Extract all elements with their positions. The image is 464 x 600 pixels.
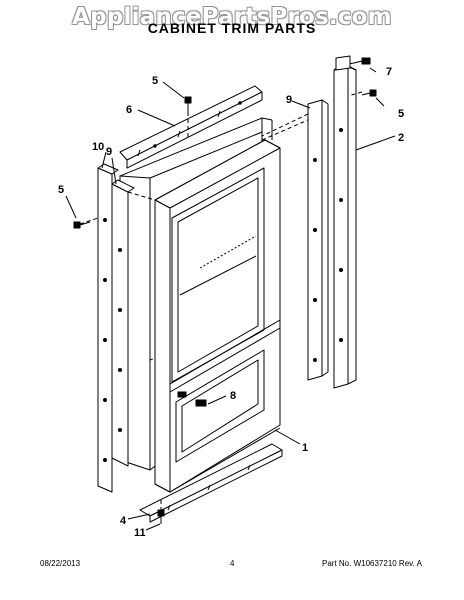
right-side-trim-part-9 — [307, 99, 329, 381]
right-side-trim-part-2 — [333, 55, 357, 389]
callout-8: 8 — [230, 390, 236, 402]
callout-5-left: 5 — [58, 184, 64, 196]
callout-2: 2 — [398, 132, 404, 144]
callout-10: 10 — [92, 141, 104, 153]
screw-part-5-left — [73, 221, 91, 229]
callout-4: 4 — [120, 515, 127, 527]
assembly-lines — [79, 62, 363, 510]
callout-6: 6 — [126, 104, 132, 116]
callout-9-right: 9 — [286, 94, 292, 106]
bottom-trim-part-4 — [139, 443, 283, 523]
screw-part-7 — [353, 57, 371, 65]
screw-part-5-right — [361, 89, 377, 97]
callout-7: 7 — [386, 66, 392, 78]
footer-part-number: Part No. W10637210 Rev. A — [322, 559, 422, 568]
door-frame-part-1 — [154, 139, 281, 493]
footer-page-number: 4 — [230, 559, 235, 568]
screw-part-5-top — [184, 96, 192, 112]
callout-1: 1 — [302, 442, 308, 454]
leader-lines — [65, 67, 396, 531]
footer-date: 08/22/2013 — [40, 559, 81, 568]
page-title: CABINET TRIM PARTS — [147, 20, 317, 36]
top-trim-part-6 — [119, 85, 263, 169]
callout-5-right: 5 — [398, 108, 404, 120]
watermark: AppliancePartsPros.com — [72, 4, 392, 30]
latch-part-8 — [177, 391, 207, 407]
callout-9-left: 9 — [106, 146, 112, 158]
callout-11: 11 — [134, 527, 146, 539]
left-side-trim-part-10 — [97, 163, 119, 493]
callout-5-top: 5 — [152, 75, 158, 87]
